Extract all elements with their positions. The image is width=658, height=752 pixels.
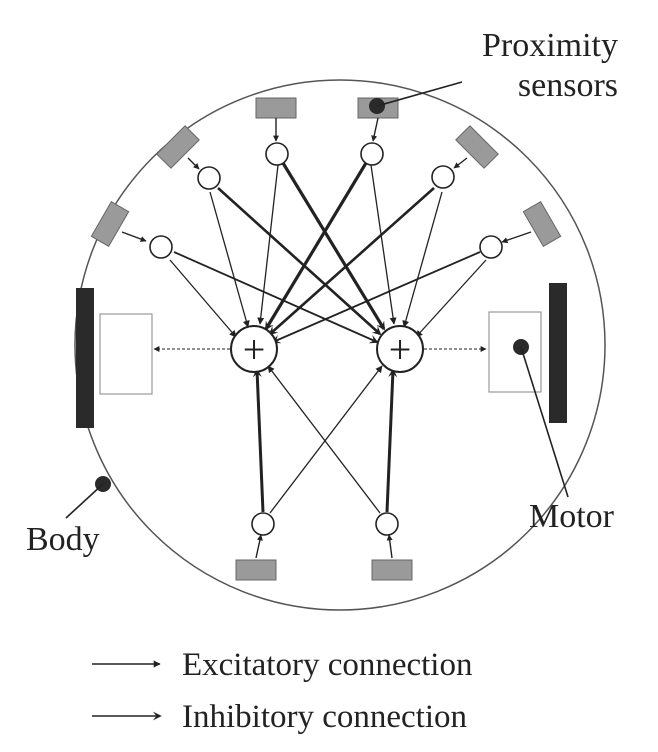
legend-excitatory-label: Excitatory connection — [182, 647, 472, 683]
neuron-top-right — [360, 142, 384, 166]
motor-label: Motor — [529, 498, 615, 535]
sensor-upper-left — [156, 125, 200, 169]
connection — [267, 365, 381, 514]
connection — [173, 251, 379, 344]
connection — [268, 187, 435, 336]
proximity-sensor-pointer-line — [376, 81, 463, 107]
body-label: Body — [26, 521, 100, 558]
robot-body — [74, 79, 606, 611]
proximity-sensors-label-line1: Proximity — [482, 27, 618, 64]
connection — [252, 368, 265, 513]
connection — [370, 164, 397, 325]
left-motor-box — [99, 313, 153, 395]
connection — [269, 365, 383, 514]
sensor-top-left — [255, 97, 297, 119]
sensor-upper-right — [455, 125, 499, 169]
connection — [271, 251, 481, 344]
connection — [257, 164, 279, 325]
connection — [169, 259, 237, 338]
sensor-bottom-right — [371, 559, 413, 581]
left-summation-unit — [230, 325, 278, 373]
network-connections — [153, 162, 487, 514]
sensor-side-left — [90, 200, 130, 248]
neuron-side-right — [479, 235, 503, 259]
neuron-bottom-left — [251, 512, 275, 536]
input-neurons — [149, 142, 503, 536]
sensor-input-arrows — [121, 117, 532, 559]
legend-inhibitory-label: Inhibitory connection — [182, 699, 467, 735]
connection — [415, 259, 487, 338]
legend: Excitatory connection Inhibitory connect… — [92, 647, 472, 735]
proximity-sensors — [90, 97, 562, 581]
proximity-sensors-label-line2: sensors — [518, 67, 618, 104]
right-summation-symbol: + — [389, 327, 412, 372]
neuron-side-left — [149, 235, 173, 259]
right-summation-unit — [376, 325, 424, 373]
right-motor-box — [488, 311, 542, 393]
body-pointer-line — [65, 483, 104, 519]
left-summation-symbol: + — [243, 327, 266, 372]
sensor-side-right — [522, 200, 562, 248]
motor-pointer-line — [520, 346, 569, 498]
connection — [264, 162, 368, 331]
neuron-upper-right — [431, 165, 455, 189]
connection — [209, 191, 250, 328]
neuron-upper-left — [197, 166, 221, 190]
neuron-bottom-right — [375, 512, 399, 536]
connection — [385, 368, 398, 513]
neuron-top-left — [265, 142, 289, 166]
sensor-bottom-left — [235, 559, 277, 581]
right-wheel — [549, 283, 567, 423]
left-wheel — [76, 288, 94, 428]
connection — [402, 191, 443, 328]
connection — [217, 187, 382, 336]
